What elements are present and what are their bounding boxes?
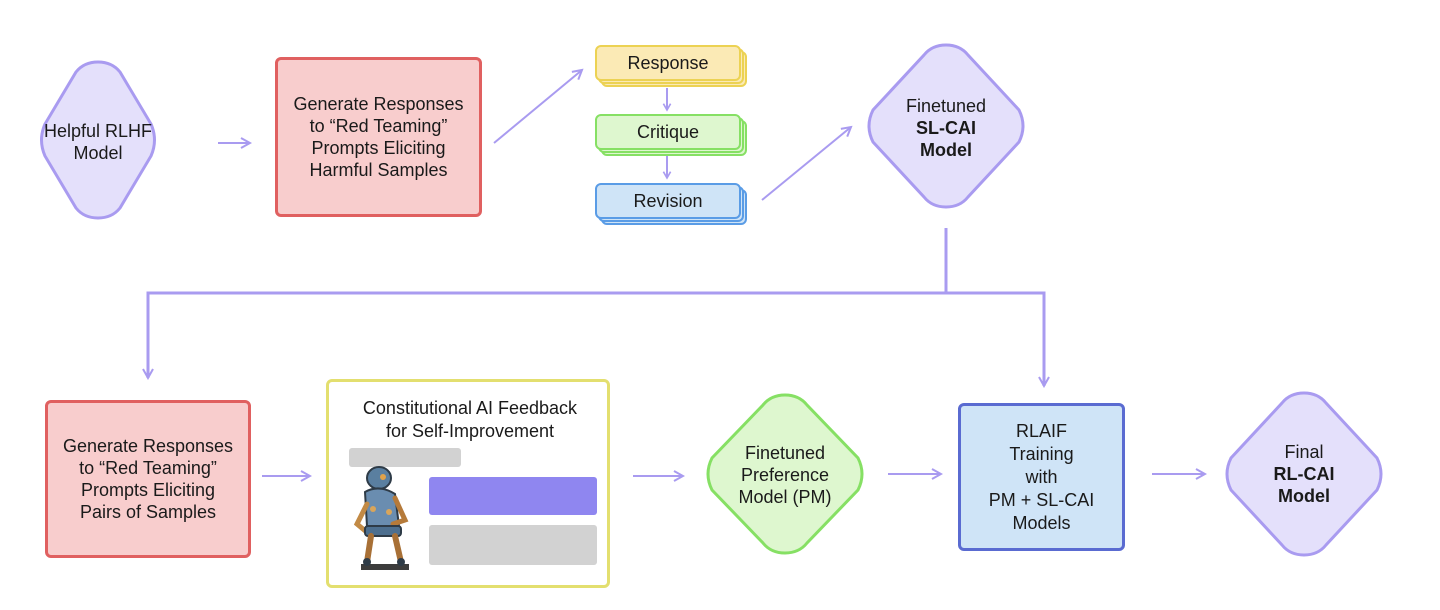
constitutional-feedback-panel: Constitutional AI Feedback for Self-Impr… — [326, 379, 610, 588]
pm-label: Finetuned Preference Model (PM) — [738, 443, 832, 507]
arrow-revision-to-sl-cai — [761, 127, 851, 201]
generate-pairs-box: Generate Responses to “Red Teaming” Prom… — [45, 400, 251, 558]
diamond-rl-cai — [1225, 391, 1383, 557]
chat-bubble-gray-small — [349, 448, 461, 467]
arrow-generate-to-response — [493, 70, 582, 144]
diamond-helpful-rlhf — [40, 60, 156, 220]
revision-chip: Revision — [595, 183, 741, 219]
helpful-rlhf-node: Helpful RLHF Model — [38, 110, 158, 174]
rlaif-training-box: RLAIF Training with PM + SL-CAI Models — [958, 403, 1125, 551]
chat-bubble-gray-large — [429, 525, 597, 565]
generate-pairs-label: Generate Responses to “Red Teaming” Prom… — [62, 436, 234, 522]
helpful-rlhf-label: Helpful RLHF Model — [43, 121, 153, 163]
connector-sl-cai-branch — [148, 228, 948, 378]
chat-bubble-purple — [429, 477, 597, 515]
sl-cai-node: Finetuned SL-CAI Model — [886, 92, 1006, 164]
generate-harmful-samples-label: Generate Responses to “Red Teaming” Prom… — [293, 94, 464, 180]
diamond-sl-cai — [867, 43, 1025, 209]
diamond-pm — [706, 393, 864, 555]
constitutional-feedback-title: Constitutional AI Feedback for Self-Impr… — [362, 398, 578, 441]
rl-cai-line3: Model — [1278, 486, 1330, 506]
pm-node: Finetuned Preference Model (PM) — [720, 440, 850, 510]
rl-cai-line1: Final — [1284, 442, 1324, 462]
sl-cai-line1: Finetuned — [905, 96, 987, 116]
rlaif-training-label: RLAIF Training with PM + SL-CAI Models — [988, 420, 1095, 533]
connector-sl-cai-to-rlaif — [946, 291, 1044, 386]
sl-cai-line3: Model — [920, 140, 972, 160]
critique-chip: Critique — [595, 114, 741, 150]
rl-cai-node: Final RL-CAI Model — [1244, 438, 1364, 510]
robot-thinker-image — [353, 466, 409, 570]
revision-label: Revision — [633, 190, 703, 211]
rl-cai-line2: RL-CAI — [1273, 464, 1335, 484]
generate-harmful-samples-box: Generate Responses to “Red Teaming” Prom… — [275, 57, 482, 217]
response-chip: Response — [595, 45, 741, 81]
response-label: Response — [627, 52, 709, 73]
critique-label: Critique — [636, 121, 700, 142]
sl-cai-line2: SL-CAI — [916, 118, 976, 138]
